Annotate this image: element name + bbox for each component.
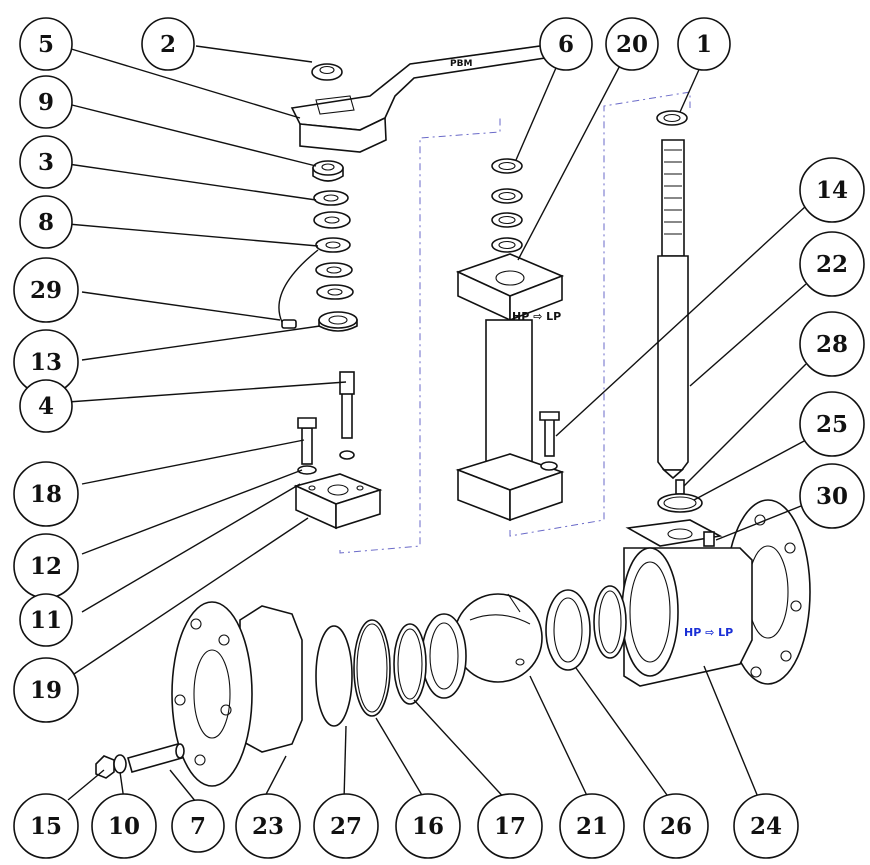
- callout-bubbles: 5 2 6 20 1 9 3 8 29 13 4 18 12 11 19 14 …: [13, 17, 865, 859]
- callout-10: 10: [91, 793, 157, 859]
- svg-text:14: 14: [816, 177, 848, 204]
- end-cap: [171, 601, 303, 787]
- svg-text:10: 10: [108, 813, 140, 840]
- callout-23: 23: [235, 793, 301, 859]
- callout-28: 28: [799, 311, 865, 377]
- callout-16: 16: [395, 793, 461, 859]
- assembly-guide-lines: [339, 91, 691, 554]
- callout-26: 26: [643, 793, 709, 859]
- callout-17: 17: [477, 793, 543, 859]
- lever-handle: PBM: [290, 45, 547, 153]
- svg-text:6: 6: [558, 31, 574, 58]
- body-flow-label: HP ⇨ LP: [684, 626, 733, 639]
- svg-text:29: 29: [30, 277, 62, 304]
- mounting-bracket: HP ⇨ LP: [455, 253, 565, 522]
- svg-text:25: 25: [816, 411, 848, 438]
- svg-text:18: 18: [30, 481, 62, 508]
- svg-text:24: 24: [750, 813, 782, 840]
- svg-text:8: 8: [38, 209, 54, 236]
- seat-ring-right: [545, 585, 627, 671]
- svg-text:20: 20: [616, 31, 648, 58]
- svg-text:23: 23: [252, 813, 284, 840]
- svg-text:22: 22: [816, 251, 848, 278]
- svg-text:5: 5: [38, 31, 54, 58]
- svg-text:2: 2: [160, 31, 176, 58]
- callout-22: 22: [799, 231, 865, 297]
- callout-18: 18: [13, 461, 79, 527]
- handle-brand-text: PBM: [450, 59, 472, 69]
- callout-15: 15: [13, 793, 79, 859]
- stem-stack-left: [278, 160, 358, 332]
- callout-11: 11: [19, 593, 73, 647]
- svg-text:7: 7: [190, 813, 206, 840]
- callout-30: 30: [799, 463, 865, 529]
- callout-29: 29: [13, 257, 79, 323]
- callout-14: 14: [799, 157, 865, 223]
- callout-19: 19: [13, 657, 79, 723]
- callout-6: 6: [539, 17, 593, 71]
- callout-25: 25: [799, 391, 865, 457]
- svg-text:11: 11: [30, 607, 62, 634]
- bracket-bolt: [539, 411, 560, 471]
- pin-and-seal: [657, 479, 703, 513]
- adapter-block: [293, 473, 383, 530]
- svg-text:4: 4: [38, 393, 54, 420]
- svg-text:30: 30: [816, 483, 848, 510]
- svg-text:16: 16: [412, 813, 444, 840]
- valve-body: HP ⇨ LP: [621, 499, 811, 687]
- svg-text:13: 13: [30, 349, 62, 376]
- svg-text:12: 12: [30, 553, 62, 580]
- svg-text:19: 19: [30, 677, 62, 704]
- callout-7: 7: [171, 799, 225, 853]
- svg-text:28: 28: [816, 331, 848, 358]
- valve-stem: [656, 110, 689, 480]
- seat-ring-left: [315, 613, 467, 727]
- handle-nut: [311, 63, 343, 81]
- callout-4: 4: [19, 379, 73, 433]
- studs-left: [297, 371, 355, 475]
- callout-13: 13: [13, 329, 79, 395]
- callout-1: 1: [677, 17, 731, 71]
- callout-24: 24: [733, 793, 799, 859]
- callout-8: 8: [19, 195, 73, 249]
- ball: [453, 593, 543, 683]
- svg-text:1: 1: [696, 31, 712, 58]
- svg-text:17: 17: [494, 813, 526, 840]
- flange-fasteners: [95, 743, 185, 779]
- svg-text:26: 26: [660, 813, 692, 840]
- callout-27: 27: [313, 793, 379, 859]
- svg-text:21: 21: [576, 813, 608, 840]
- packing-rings: [491, 158, 523, 253]
- svg-text:15: 15: [30, 813, 62, 840]
- callout-9: 9: [19, 75, 73, 129]
- svg-text:3: 3: [38, 149, 54, 176]
- callout-5: 5: [19, 17, 73, 71]
- svg-text:27: 27: [330, 813, 362, 840]
- bracket-flow-label: HP ⇨ LP: [512, 310, 561, 323]
- callout-21: 21: [559, 793, 625, 859]
- callout-12: 12: [13, 533, 79, 599]
- callout-2: 2: [141, 17, 195, 71]
- svg-text:9: 9: [38, 89, 54, 116]
- callout-3: 3: [19, 135, 73, 189]
- callout-20: 20: [605, 17, 659, 71]
